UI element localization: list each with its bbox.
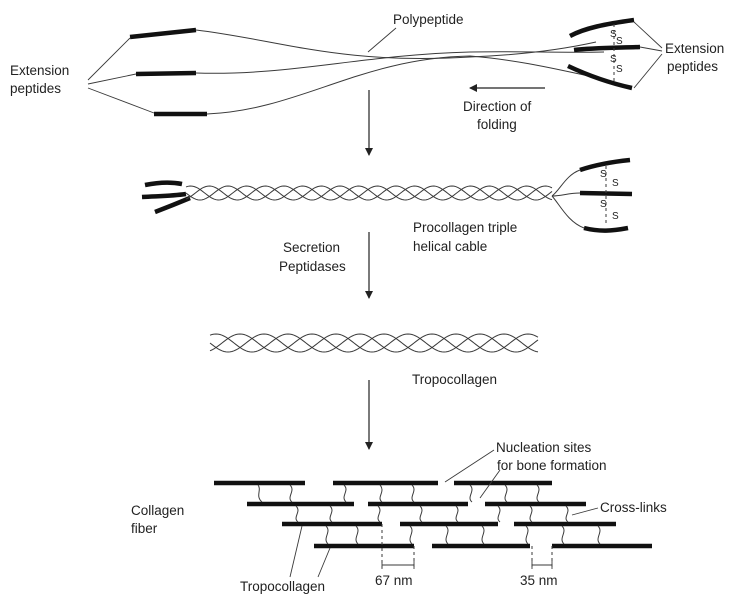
tropocollagen-bottom-leaders xyxy=(290,526,330,577)
cross-links-label: Cross-links xyxy=(600,500,667,515)
polypeptide-chains xyxy=(196,30,604,114)
gap-35-label: 35 nm xyxy=(520,573,558,588)
nucleation-label-line2: for bone formation xyxy=(497,458,607,473)
secretion-label: Secretion xyxy=(283,240,340,255)
collagen-fiber-label-line1: Collagen xyxy=(131,503,184,518)
polypeptide-stage: S S S S Polypeptide Extension peptides E… xyxy=(10,12,724,132)
svg-text:S: S xyxy=(616,36,623,47)
right-extension-peptides xyxy=(568,20,640,88)
polypeptide-leader xyxy=(368,28,396,52)
svg-text:S: S xyxy=(612,211,619,222)
collagen-fiber-label-line2: fiber xyxy=(131,521,158,536)
tropocollagen-bottom-label: Tropocollagen xyxy=(240,579,325,594)
nucleation-label-line1: Nucleation sites xyxy=(496,440,592,455)
extension-peptides-right-leaders xyxy=(634,22,662,88)
cross-links xyxy=(258,485,600,544)
peptidases-label: Peptidases xyxy=(279,259,346,274)
polypeptide-label: Polypeptide xyxy=(393,12,464,27)
procollagen-label-line1: Procollagen triple xyxy=(413,220,517,235)
direction-label-line2: folding xyxy=(477,117,517,132)
tropocollagen-triple-helix xyxy=(210,334,538,352)
gap-67-label: 67 nm xyxy=(375,573,413,588)
tropocollagen-rods xyxy=(214,483,652,546)
cross-links-leader xyxy=(572,508,598,515)
left-extension-peptides xyxy=(130,30,207,114)
extension-peptides-left-label-line1: Extension xyxy=(10,63,69,78)
procollagen-left-ends xyxy=(142,183,190,212)
procollagen-label-line2: helical cable xyxy=(413,239,487,254)
procollagen-triple-helix xyxy=(186,186,552,200)
direction-label-line1: Direction of xyxy=(463,99,532,114)
svg-text:S: S xyxy=(600,169,607,180)
procollagen-right-ends xyxy=(552,160,632,231)
extension-peptides-left-label-line2: peptides xyxy=(10,81,61,96)
svg-text:S: S xyxy=(600,199,607,210)
procollagen-stage: S S S S Procollagen triple helical cable xyxy=(142,160,632,254)
nucleation-leaders xyxy=(445,450,500,498)
collagen-fiber-stage: Nucleation sites for bone formation Cros… xyxy=(131,440,667,594)
tropocollagen-label: Tropocollagen xyxy=(412,372,497,387)
svg-text:S: S xyxy=(612,178,619,189)
extension-peptides-right-label-line2: peptides xyxy=(667,59,718,74)
disulfide-bonds-top: S S S S xyxy=(610,29,623,75)
extension-peptides-right-label-line1: Extension xyxy=(665,41,724,56)
tropocollagen-stage: Tropocollagen xyxy=(210,334,538,387)
svg-text:S: S xyxy=(616,64,623,75)
